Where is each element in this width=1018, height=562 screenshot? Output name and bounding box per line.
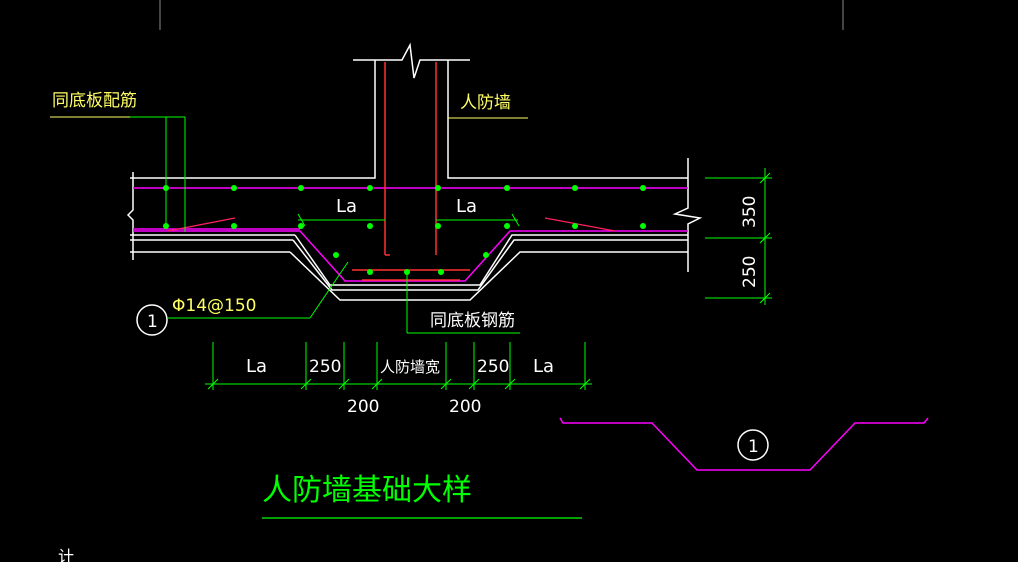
dim-250-left: 250 [309,357,341,377]
dim-thickness-top: 350 [740,196,760,228]
section-marker-circle [136,304,168,336]
drawing-title: 人防墙基础大样 [262,473,472,508]
wall-rebar [352,62,470,281]
section-marker-2-circle [737,429,769,461]
section-marker-text: 1 [147,312,158,332]
label-slab-rebar-same: 同底板配筋 [52,91,137,111]
dim-200-left: 200 [347,397,379,417]
leader-slab-rebar [50,116,186,232]
anchor-la-right: La [456,196,477,217]
corner-text: 计 [58,547,74,562]
dim-200-right: 200 [449,397,481,417]
dim-thickness-bottom: 250 [740,256,760,288]
thickness-dims [705,168,772,305]
rebar-dots [163,185,646,275]
label-civil-defense-wall: 人防墙 [460,93,511,113]
diagonal-bars [167,217,616,232]
label-slab-steel-same: 同底板钢筋 [430,311,515,331]
anchor-la-left: La [336,196,357,217]
dim-la-right: La [533,356,554,377]
dim-250-right: 250 [477,357,509,377]
dim-la-left: La [246,356,267,377]
bottom-dim-chain [205,342,592,390]
dim-wall-width: 人防墙宽 [380,358,440,376]
section-profile [559,417,929,471]
label-bar-spec: Φ14@150 [172,296,256,316]
section-marker-2-text: 1 [748,437,759,457]
leader-slab-steel [406,272,520,334]
leader-bar-spec [168,261,349,319]
anchor-dims [297,213,520,227]
slab-rebar [133,187,688,282]
slab-outline [126,158,703,301]
wall-outline [130,42,688,179]
